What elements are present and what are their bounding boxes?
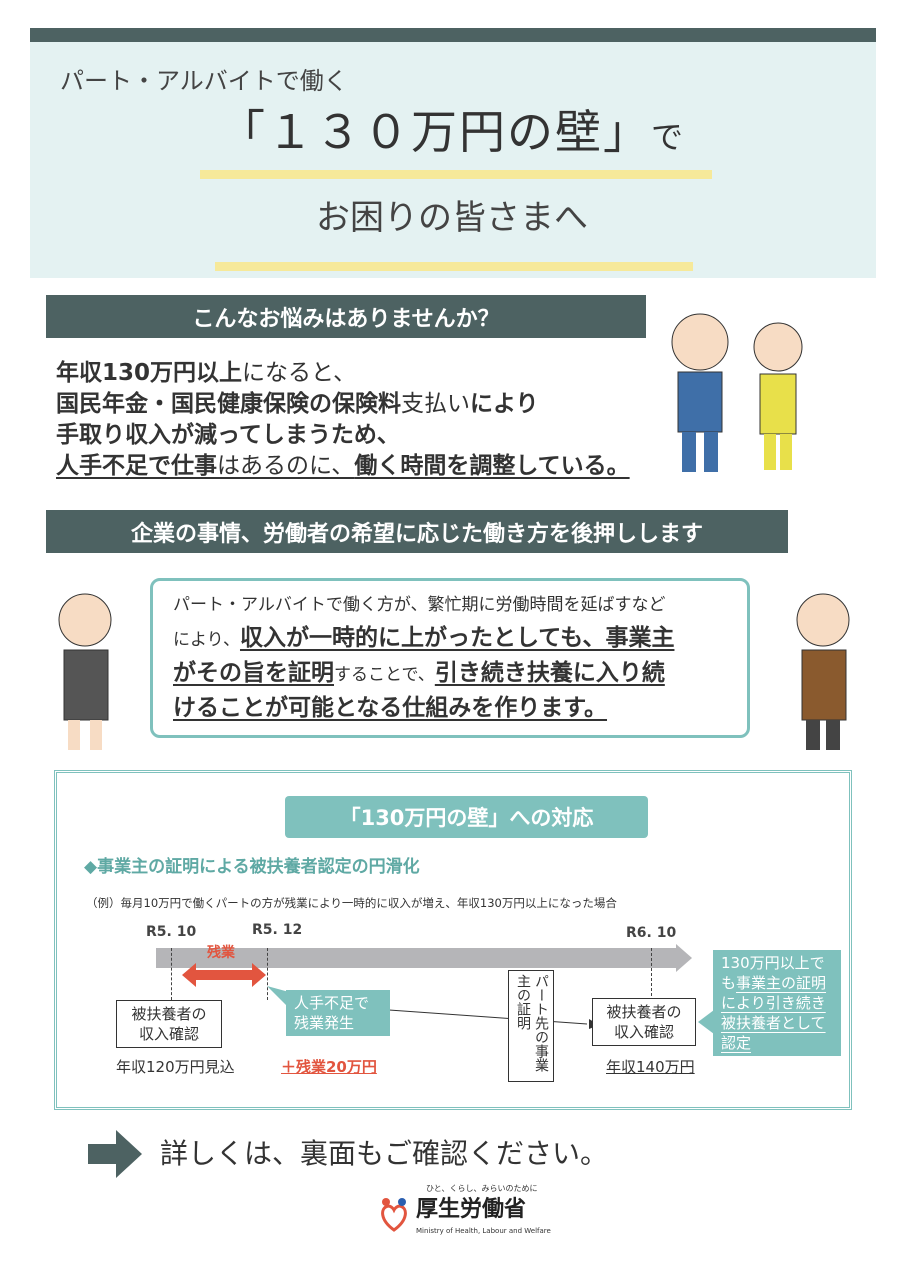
hero-title: 「１３０万円の壁」で [0, 104, 904, 165]
income-estimate: 年収120万円見込 [116, 1058, 235, 1076]
date-label: R5. 12 [252, 922, 303, 938]
worry-text: 年収130万円以上になると、 国民年金・国民健康保険の保険料支払いにより 手取り… [56, 358, 630, 482]
text: 残業発生 [294, 1014, 355, 1032]
example-text: （例）毎月10万円で働くパートの方が残業により一時的に収入が増え、年収130万円… [86, 896, 617, 910]
text: 事業主の証明により引き続き被扶養者として認定 [721, 974, 827, 1052]
text: 収入が一時的に上がったとしても、事業主 [239, 625, 675, 651]
text: 引き続き扶養に入り続 [434, 660, 665, 686]
diagram-box [54, 770, 852, 1110]
dashed-line [267, 948, 268, 1000]
result-pointer [698, 1010, 714, 1034]
hero-banner [30, 42, 876, 278]
date-label: R5. 10 [146, 924, 197, 940]
logo-tagline: ひと、くらし、みらいのために [426, 1184, 538, 1193]
text: 収入確認 [613, 1023, 674, 1041]
hero-title-suffix: で [650, 118, 685, 156]
timeline-bar [156, 948, 676, 968]
text: 国民年金・国民健康保険の保険料 [56, 391, 401, 417]
text: 働く時間を調整している。 [354, 453, 630, 479]
diagram-title: 「130万円の壁」への対応 [285, 796, 648, 838]
text: により、 [173, 630, 240, 650]
section-heading: 企業の事情、労働者の希望に応じた働き方を後押しします [46, 510, 788, 553]
date-label: R6. 10 [626, 925, 677, 941]
arrow-right-icon [88, 1130, 142, 1178]
text: はあるのに、 [217, 453, 355, 479]
text: 被扶養者の [131, 1005, 207, 1023]
text: 手取り収入が減ってしまうため、 [56, 422, 400, 448]
overtime-callout: 人手不足で残業発生 [286, 990, 390, 1036]
employer-certificate: パート先の事業主の証明 [508, 970, 554, 1082]
text: けることが可能となる仕組みを作ります。 [173, 695, 608, 721]
timeline-arrowhead [676, 944, 692, 972]
hero-title-main: 「１３０万円の壁」 [218, 105, 651, 159]
top-bar [30, 28, 876, 42]
logo-english: Ministry of Health, Labour and Welfare [416, 1227, 551, 1235]
text: 支払い [401, 391, 470, 417]
woman-illustration [58, 593, 112, 750]
overtime-amount: ＋残業20万円 [281, 1058, 377, 1076]
diagram-subtitle: ◆事業主の証明による被扶養者認定の円滑化 [84, 857, 420, 877]
text: することで、 [334, 665, 435, 685]
text: により [470, 391, 539, 417]
see-back-text: 詳しくは、裏面もご確認ください。 [160, 1137, 609, 1170]
text: になると、 [242, 360, 357, 386]
hero-tagline: お困りの皆さまへ [316, 198, 588, 238]
income-actual: 年収140万円 [606, 1058, 695, 1076]
logo-name: 厚生労働省 [416, 1197, 527, 1222]
overtime-double-arrow [182, 963, 266, 987]
explanation-box: パート・アルバイトで働く方が、繁忙期に労働時間を延ばすなど により、収入が一時的… [150, 578, 750, 738]
text: 130万円以上で [721, 954, 825, 972]
yellow-underline [215, 262, 693, 271]
dashed-line [651, 948, 652, 996]
income-check-box: 被扶養者の収入確認 [116, 1000, 222, 1048]
text: 年収130万円以上 [56, 360, 243, 386]
yellow-underline [200, 170, 712, 179]
result-callout: 130万円以上でも事業主の証明により引き続き被扶養者として認定 [713, 950, 841, 1056]
logo-mark-icon [381, 1198, 407, 1232]
worried-people-illustration [671, 313, 803, 472]
text: パート・アルバイトで働く方が、繁忙期に労働時間を延ばすなど [173, 595, 666, 615]
mhlw-logo: ひと、くらし、みらいのために 厚生労働省 Ministry of Health,… [376, 1184, 576, 1248]
hero-subtitle: パート・アルバイトで働く [60, 67, 348, 95]
section-heading: こんなお悩みはありませんか？ [46, 295, 646, 338]
text: 人手不足で仕事 [56, 453, 217, 479]
text: 収入確認 [138, 1025, 199, 1043]
text: がその旨を証明 [173, 660, 334, 686]
overtime-label: 残業 [207, 945, 235, 961]
text: 人手不足で [294, 994, 370, 1012]
text: 被扶養者の [606, 1003, 682, 1021]
text: も [721, 974, 737, 992]
dashed-line [171, 948, 172, 1000]
man-illustration [796, 593, 850, 750]
income-check-box: 被扶養者の収入確認 [592, 998, 696, 1046]
